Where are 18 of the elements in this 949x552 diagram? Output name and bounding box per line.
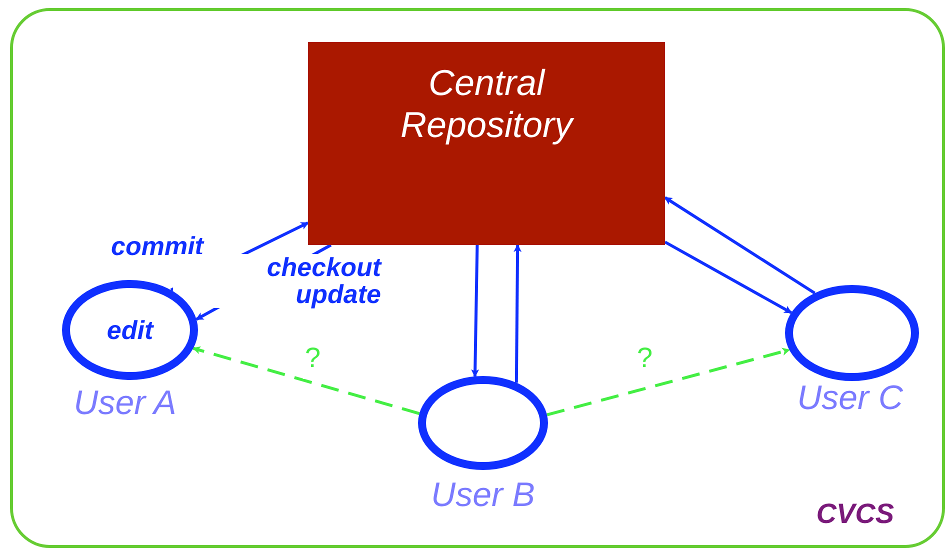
user-label: User B xyxy=(430,475,536,516)
user-circle xyxy=(418,376,548,470)
arrow xyxy=(471,244,480,378)
arrow xyxy=(546,348,790,416)
diagram-tag: CVCS xyxy=(816,493,894,535)
user-circle xyxy=(785,285,919,381)
user-label: User C xyxy=(796,378,904,419)
repository-title: Central Repository xyxy=(399,62,576,146)
arrow xyxy=(664,240,792,314)
user-circle xyxy=(62,280,198,380)
repository-box xyxy=(308,42,665,245)
arrow xyxy=(514,244,522,383)
arrow xyxy=(664,196,816,294)
edge-label: checkout update xyxy=(173,254,383,308)
user-label: User A xyxy=(72,383,178,424)
circle-label: edit xyxy=(106,314,154,346)
frame-box xyxy=(10,8,945,548)
arrow xyxy=(192,346,420,416)
